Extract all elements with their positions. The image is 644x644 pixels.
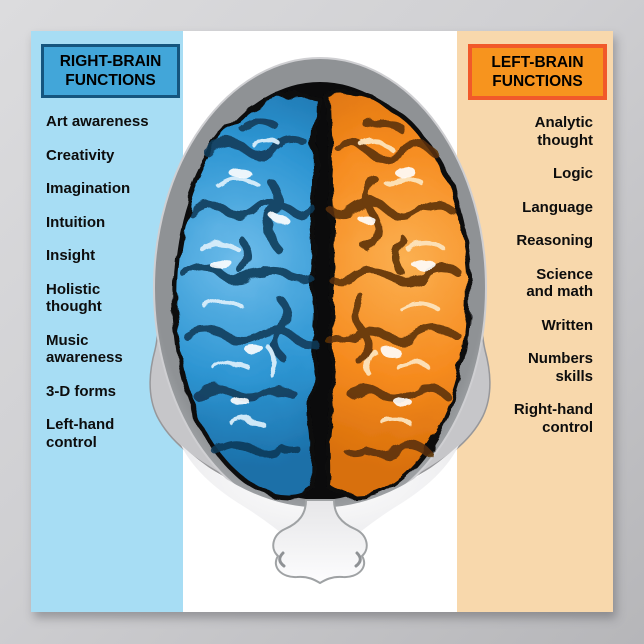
function-item: Science and math bbox=[526, 265, 593, 301]
right-brain-panel: RIGHT-BRAIN FUNCTIONS Art awareness Crea… bbox=[31, 31, 183, 612]
function-item: Numbers skills bbox=[527, 350, 593, 385]
right-brain-functions-list: Art awareness Creativity Imagination Int… bbox=[31, 98, 183, 451]
left-brain-panel: LEFT-BRAIN FUNCTIONS Analytic thought Lo… bbox=[457, 31, 613, 612]
left-brain-functions-header: LEFT-BRAIN FUNCTIONS bbox=[468, 44, 607, 100]
function-item: Left-hand control bbox=[46, 416, 115, 451]
function-item: 3-D forms bbox=[46, 382, 117, 400]
blue-hemisphere bbox=[172, 92, 320, 500]
function-item: Holistic thought bbox=[46, 280, 102, 316]
function-item: Right-hand control bbox=[513, 401, 593, 436]
orange-hemisphere bbox=[324, 92, 472, 500]
skull-outline bbox=[153, 57, 487, 519]
function-item: Intuition bbox=[46, 213, 106, 231]
function-item: Reasoning bbox=[516, 232, 593, 249]
right-brain-functions-header: RIGHT-BRAIN FUNCTIONS bbox=[41, 44, 180, 98]
function-item: Music awareness bbox=[46, 331, 123, 367]
function-item: Art awareness bbox=[46, 113, 149, 130]
poster-canvas: RIGHT-BRAIN FUNCTIONS Art awareness Crea… bbox=[31, 31, 613, 612]
head-silhouette bbox=[149, 79, 491, 580]
function-item: Language bbox=[522, 198, 593, 216]
function-item: Insight bbox=[46, 247, 96, 264]
brain-cavity bbox=[175, 82, 465, 500]
function-item: Imagination bbox=[46, 180, 131, 197]
left-nostril bbox=[278, 551, 286, 568]
nose bbox=[272, 499, 368, 585]
function-item: Analytic thought bbox=[534, 114, 593, 149]
function-item: Logic bbox=[553, 165, 593, 182]
function-item: Creativity bbox=[46, 146, 115, 164]
left-brain-functions-list: Analytic thought Logic Language Reasonin… bbox=[457, 100, 613, 436]
face bbox=[181, 445, 459, 571]
function-item: Written bbox=[541, 316, 593, 334]
right-nostril bbox=[354, 551, 362, 568]
